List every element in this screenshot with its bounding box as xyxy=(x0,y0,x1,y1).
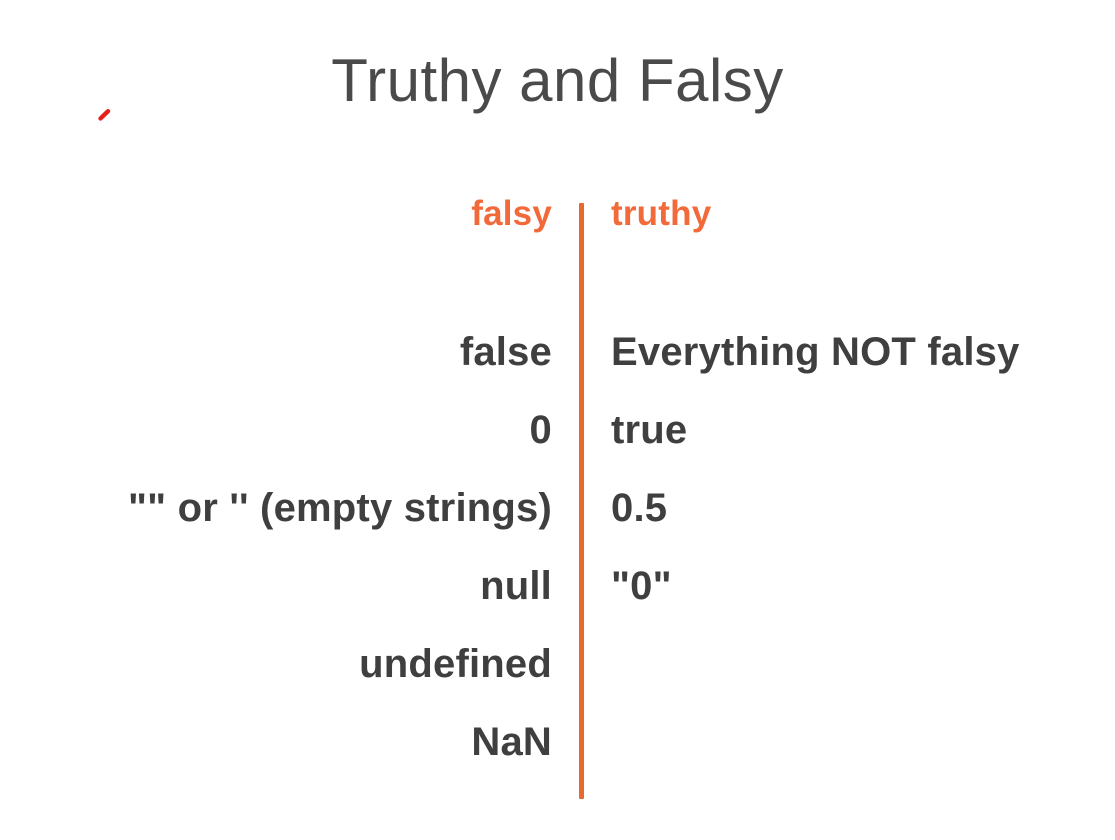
column-divider xyxy=(579,203,584,799)
list-item: true xyxy=(611,408,688,452)
list-item: undefined xyxy=(359,642,552,686)
list-item: "" or '' (empty strings) xyxy=(127,486,552,530)
truthy-column-header: truthy xyxy=(611,194,712,233)
falsy-column-header: falsy xyxy=(471,194,552,233)
page-title: Truthy and Falsy xyxy=(331,47,784,114)
truthy-item-list: Everything NOT falsy true 0.5 "0" xyxy=(611,313,1115,781)
list-item: null xyxy=(480,564,552,608)
truthy-falsy-comparison: falsy false 0 "" or '' (empty strings) n… xyxy=(0,196,1115,816)
list-item: 0 xyxy=(529,408,552,452)
list-item: NaN xyxy=(471,720,552,764)
list-item xyxy=(611,703,1115,781)
truthy-column: truthy Everything NOT falsy true 0.5 "0" xyxy=(611,196,1115,781)
list-item: 0.5 xyxy=(611,486,668,530)
list-item: false xyxy=(459,330,552,374)
falsy-item-list: false 0 "" or '' (empty strings) null un… xyxy=(0,313,552,781)
falsy-column: falsy false 0 "" or '' (empty strings) n… xyxy=(0,196,552,781)
list-item: Everything NOT falsy xyxy=(611,330,1020,374)
list-item xyxy=(611,625,1115,703)
list-item: "0" xyxy=(611,564,672,608)
